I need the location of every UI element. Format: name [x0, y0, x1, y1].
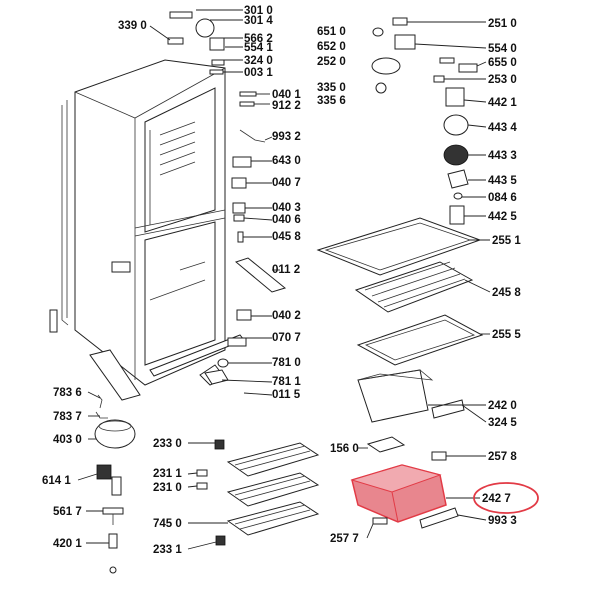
part-label: 011 5	[272, 389, 301, 401]
refrigerator-cabinet	[49, 59, 245, 401]
part-label: 252 0	[317, 56, 346, 68]
part-label: 561 7	[53, 506, 82, 518]
part-label: 420 1	[53, 538, 82, 550]
part-label: 070 7	[272, 332, 301, 344]
part-label: 084 6	[488, 192, 517, 204]
part-label: 614 1	[42, 475, 71, 487]
part-label: 011 2	[272, 264, 300, 276]
part-label: 003 1	[244, 67, 273, 79]
wire-shelves	[196, 439, 320, 546]
part-label: 335 6	[317, 95, 346, 107]
crisper-drawers	[350, 369, 465, 529]
part-label: 156 0	[330, 443, 359, 455]
part-label: 783 6	[53, 387, 82, 399]
part-label: 257 7	[330, 533, 359, 545]
part-label: 251 0	[488, 18, 517, 30]
part-label: 339 0	[118, 20, 147, 32]
part-label: 045 8	[272, 231, 301, 243]
part-label: 245 8	[492, 287, 521, 299]
part-label: 242 0	[488, 400, 517, 412]
part-label: 443 4	[488, 122, 517, 134]
part-label: 257 8	[488, 451, 517, 463]
part-label: 040 6	[272, 214, 301, 226]
part-label: 781 0	[272, 357, 301, 369]
part-label: 442 1	[488, 97, 517, 109]
part-label: 255 5	[492, 329, 521, 341]
part-label: 993 3	[488, 515, 517, 527]
part-label: 912 2	[272, 100, 301, 112]
part-label: 566 2	[244, 33, 273, 45]
leader-lines	[77, 9, 491, 550]
part-label: 231 0	[153, 482, 182, 494]
part-label: 554 1	[244, 42, 273, 54]
part-label: 652 0	[317, 41, 346, 53]
part-label: 255 1	[492, 235, 521, 247]
part-label: 253 0	[488, 74, 517, 86]
part-label: 040 7	[272, 177, 301, 189]
part-label: 403 0	[53, 434, 82, 446]
part-label: 040 3	[272, 202, 301, 214]
part-label: 233 1	[153, 544, 182, 556]
part-label: 443 5	[488, 175, 517, 187]
part-labels: 339 0 301 0 301 4 566 2 554 1 324 0 003 …	[42, 5, 521, 556]
part-label: 442 5	[488, 211, 517, 223]
part-label: 324 0	[244, 55, 273, 67]
part-label: 745 0	[153, 518, 182, 530]
part-label: 040 2	[272, 310, 301, 322]
part-label: 781 1	[272, 376, 301, 388]
cabinet-top-parts	[167, 11, 287, 385]
highlight-ellipse	[473, 482, 539, 514]
part-label: 324 5	[488, 417, 517, 429]
part-label: 554 0	[488, 43, 517, 55]
highlighted-drawer-242-7	[350, 464, 447, 523]
part-label: 231 1	[153, 468, 182, 480]
part-label: 993 2	[272, 131, 301, 143]
glass-shelves	[316, 217, 484, 366]
highlighted-part-label: 242 7	[482, 493, 511, 505]
part-label: 655 0	[488, 57, 517, 69]
part-label: 651 0	[317, 26, 346, 38]
part-label: 335 0	[317, 82, 346, 94]
part-label: 233 0	[153, 438, 182, 450]
compressor-assembly	[94, 394, 136, 574]
part-label: 443 3	[488, 150, 517, 162]
right-top-parts	[371, 17, 478, 225]
part-label: 301 4	[244, 15, 273, 27]
part-label: 040 1	[272, 89, 301, 101]
part-label: 301 0	[244, 5, 273, 17]
part-label: 783 7	[53, 411, 82, 423]
part-label: 643 0	[272, 155, 301, 167]
